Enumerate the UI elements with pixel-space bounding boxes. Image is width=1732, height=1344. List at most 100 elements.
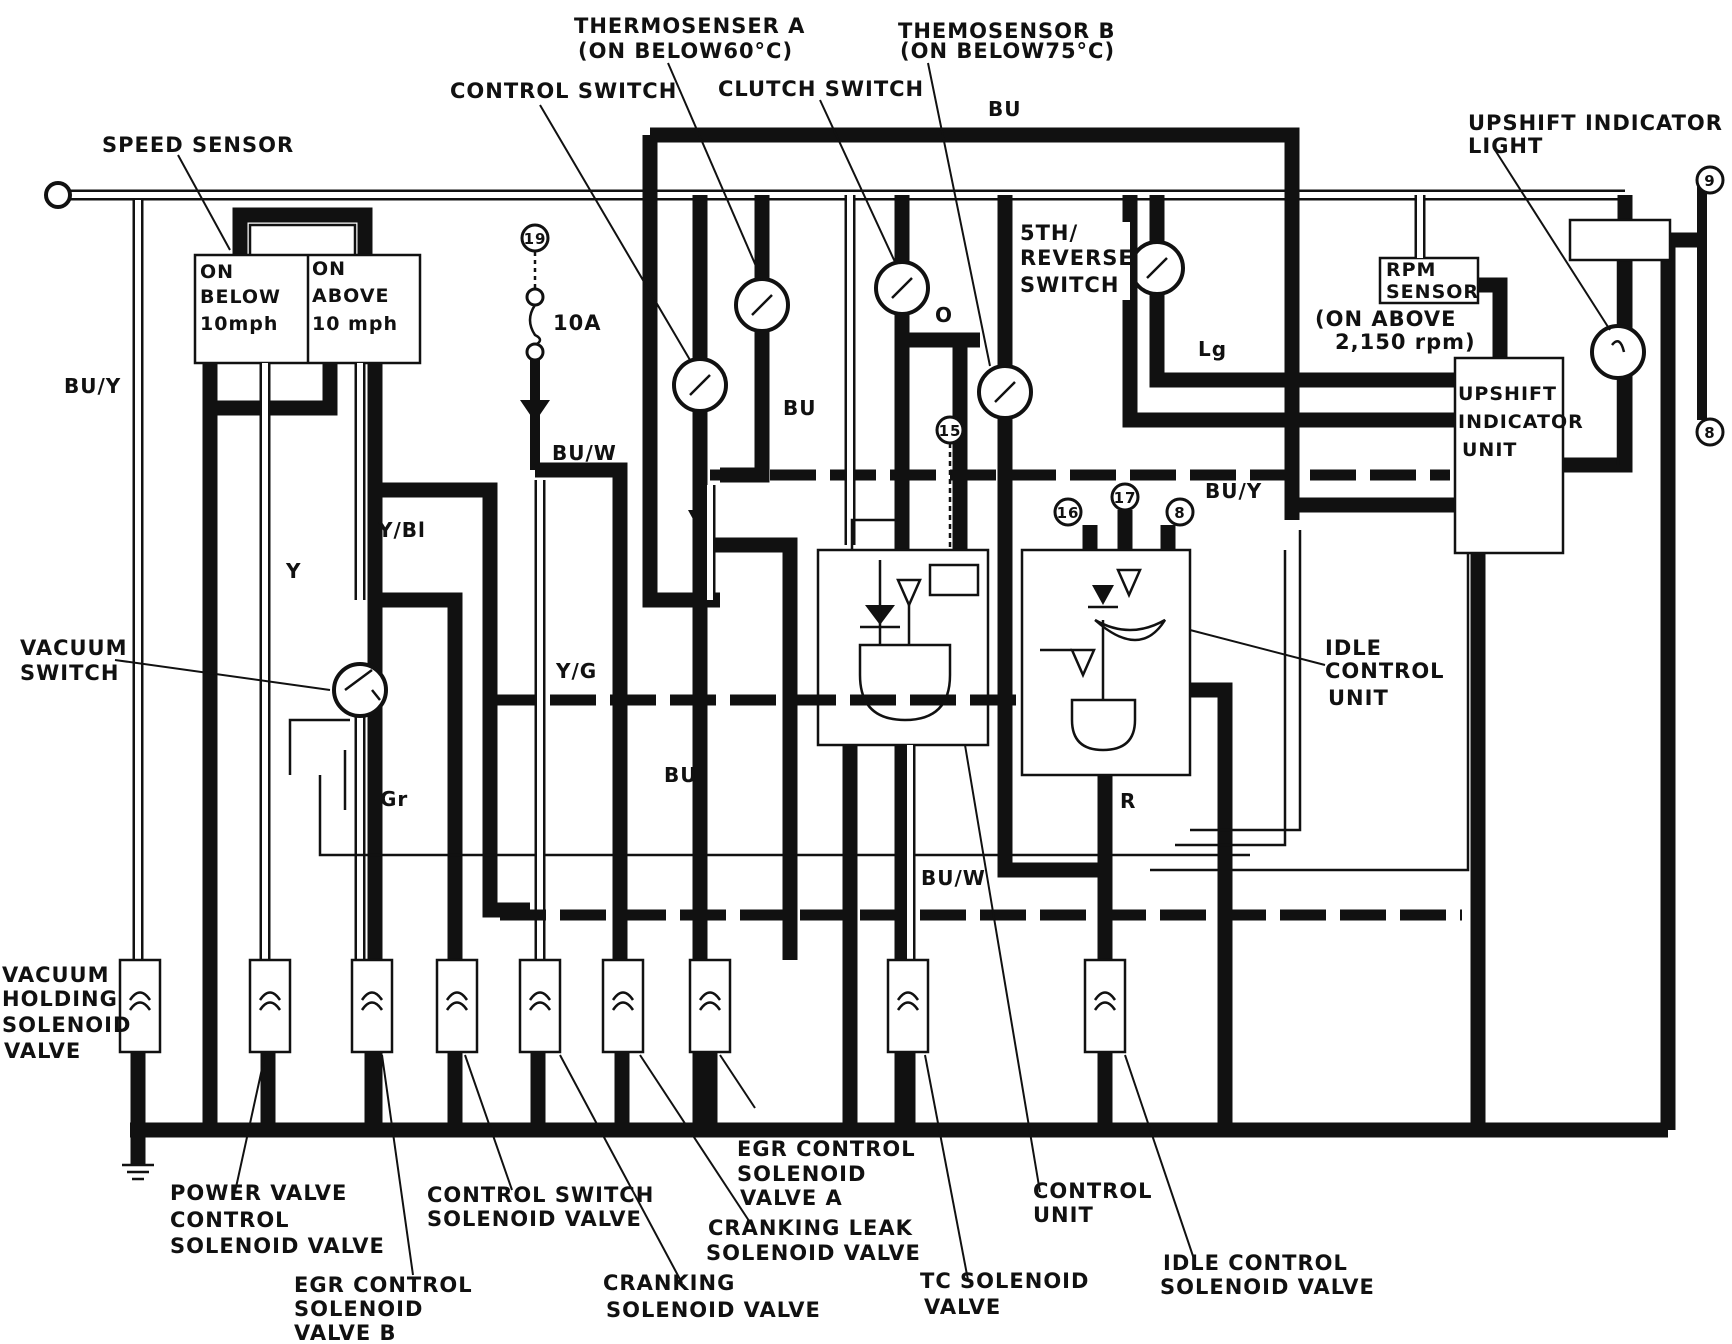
upshift-light-label-2: LIGHT xyxy=(1468,134,1543,158)
thermosensor-a-label: THERMOSENSER A xyxy=(574,14,805,38)
thermosensor-b-label: THEMOSENSOR B xyxy=(898,19,1116,43)
terminal-9: 9 xyxy=(1704,172,1715,190)
thermosensor-b-cond: (ON BELOW75°C) xyxy=(900,39,1115,63)
rpm-condition-1: (ON ABOVE xyxy=(1315,307,1456,331)
clutch-switch-node xyxy=(874,260,930,316)
fuse-label: 10A xyxy=(553,311,601,335)
terminal-8: 8 xyxy=(1174,504,1185,522)
terminal-17: 17 xyxy=(1114,489,1137,507)
wire-y: Y xyxy=(285,559,301,583)
speed-left-3: 10mph xyxy=(200,313,278,335)
idle-unit-label-2: CONTROL xyxy=(1325,659,1445,683)
solenoid-tc xyxy=(886,958,930,1054)
control-switch-node xyxy=(672,357,728,413)
egr-b-1: EGR CONTROL xyxy=(294,1273,473,1297)
vacuum-holding-1: VACUUM xyxy=(2,963,110,987)
bu-loop xyxy=(642,127,1300,608)
wire-gr: Gr xyxy=(380,787,408,811)
rpm-condition-2: 2,150 rpm) xyxy=(1335,330,1476,354)
wire-bu-mid: BU xyxy=(783,396,816,420)
wire-bu-w-low: BU/W xyxy=(921,866,986,890)
power-valve-2: CONTROL xyxy=(170,1208,290,1232)
vacuum-switch-label-1: VACUUM xyxy=(20,636,128,660)
speed-right-2: ABOVE xyxy=(312,285,390,307)
clutch-switch-label: CLUTCH SWITCH xyxy=(718,77,924,101)
speed-right-1: ON xyxy=(312,258,346,280)
thermosensor-b-node xyxy=(977,364,1033,420)
solenoid-vacuum-holding xyxy=(118,958,162,1054)
fifth-reverse-label: 5TH/ REVERSE SWITCH xyxy=(1015,221,1134,300)
idle-control-unit-box xyxy=(1020,548,1192,777)
egr-b-2: SOLENOID xyxy=(294,1297,423,1321)
solenoid-cranking xyxy=(518,958,562,1054)
power-valve-1: POWER VALVE xyxy=(170,1181,347,1205)
terminal-16: 16 xyxy=(1057,504,1080,522)
control-switch-valve-1: CONTROL SWITCH xyxy=(427,1183,654,1207)
fifth-reverse-line-1: 5TH/ xyxy=(1020,221,1078,245)
solenoid-valves xyxy=(118,958,1127,1054)
solenoid-egr-a xyxy=(688,958,732,1054)
vacuum-switch-label-2: SWITCH xyxy=(20,661,119,685)
cranking-leak-1: CRANKING LEAK xyxy=(708,1216,913,1240)
wire-r: R xyxy=(1120,789,1136,813)
solenoid-egr-b xyxy=(350,958,394,1054)
vacuum-holding-3: SOLENOID xyxy=(2,1013,131,1037)
cranking-2: SOLENOID VALVE xyxy=(606,1298,821,1322)
wire-y-g: Y/G xyxy=(555,659,597,683)
upshift-light xyxy=(1568,218,1672,380)
control-unit-box xyxy=(816,548,990,747)
thermosensor-a-cond: (ON BELOW60°C) xyxy=(578,39,793,63)
fifth-reverse-switch-node xyxy=(1129,240,1185,296)
upshift-indicator-unit xyxy=(1453,356,1565,555)
solenoid-power-valve xyxy=(248,958,292,1054)
rpm-sensor-label-1: RPM xyxy=(1386,259,1436,281)
tc-1: TC SOLENOID xyxy=(920,1269,1089,1293)
solenoid-idle-control xyxy=(1083,958,1127,1054)
fifth-reverse-line-2: REVERSE xyxy=(1020,246,1134,270)
idle-control-valve-2: SOLENOID VALVE xyxy=(1160,1275,1375,1299)
cranking-1: CRANKING xyxy=(603,1271,735,1295)
terminal-8-right: 8 xyxy=(1704,424,1715,442)
power-valve-3: SOLENOID VALVE xyxy=(170,1234,385,1258)
idle-control-valve-1: IDLE CONTROL xyxy=(1163,1251,1348,1275)
egr-a-3: VALVE A xyxy=(740,1186,843,1210)
terminal-19: 19 xyxy=(524,230,547,248)
solenoid-cranking-leak xyxy=(601,958,645,1054)
control-switch-valve-2: SOLENOID VALVE xyxy=(427,1207,642,1231)
terminal-15: 15 xyxy=(939,422,962,440)
rpm-sensor-label-2: SENSOR xyxy=(1386,281,1479,303)
fifth-reverse-line-3: SWITCH xyxy=(1020,273,1119,297)
cranking-leak-2: SOLENOID VALVE xyxy=(706,1241,921,1265)
top-power-bus xyxy=(44,181,1625,209)
speed-left-2: BELOW xyxy=(200,286,281,308)
control-unit-1: CONTROL xyxy=(1033,1179,1153,1203)
rpm-sensor: RPM SENSOR xyxy=(1378,256,1480,305)
upshift-unit-label-1: UPSHIFT xyxy=(1458,383,1557,405)
control-switch-label: CONTROL SWITCH xyxy=(450,79,677,103)
wire-o: O xyxy=(935,303,953,327)
idle-unit-label-1: IDLE xyxy=(1325,636,1382,660)
leader-lines xyxy=(114,62,1611,1284)
solenoid-control-switch xyxy=(435,958,479,1054)
vacuum-holding-2: HOLDING xyxy=(2,987,118,1011)
speed-sensor-group: ON BELOW 10mph ON ABOVE 10 mph xyxy=(193,207,422,365)
idle-unit-label-3: UNIT xyxy=(1328,686,1389,710)
wire-bu-top: BU xyxy=(988,97,1021,121)
egr-a-1: EGR CONTROL xyxy=(737,1137,916,1161)
speed-sensor-label: SPEED SENSOR xyxy=(102,133,294,157)
upshift-unit-label-3: UNIT xyxy=(1462,439,1517,461)
vacuum-switch xyxy=(332,662,388,718)
fuse-10a: 19 xyxy=(520,223,550,470)
speed-left-1: ON xyxy=(200,261,234,283)
vacuum-holding-4: VALVE xyxy=(4,1039,81,1063)
control-unit-2: UNIT xyxy=(1033,1203,1094,1227)
wire-bu-y-left: BU/Y xyxy=(64,374,121,398)
wire-bu-w-top: BU/W xyxy=(552,441,617,465)
rpm-condition-label: (ON ABOVE 2,150 rpm) xyxy=(1312,305,1476,355)
speed-right-3: 10 mph xyxy=(312,313,398,335)
upshift-light-label-1: UPSHIFT INDICATOR xyxy=(1468,111,1723,135)
wire-bu-y-right: BU/Y xyxy=(1205,479,1262,503)
tc-2: VALVE xyxy=(924,1295,1001,1319)
egr-b-3: VALVE B xyxy=(294,1321,396,1344)
